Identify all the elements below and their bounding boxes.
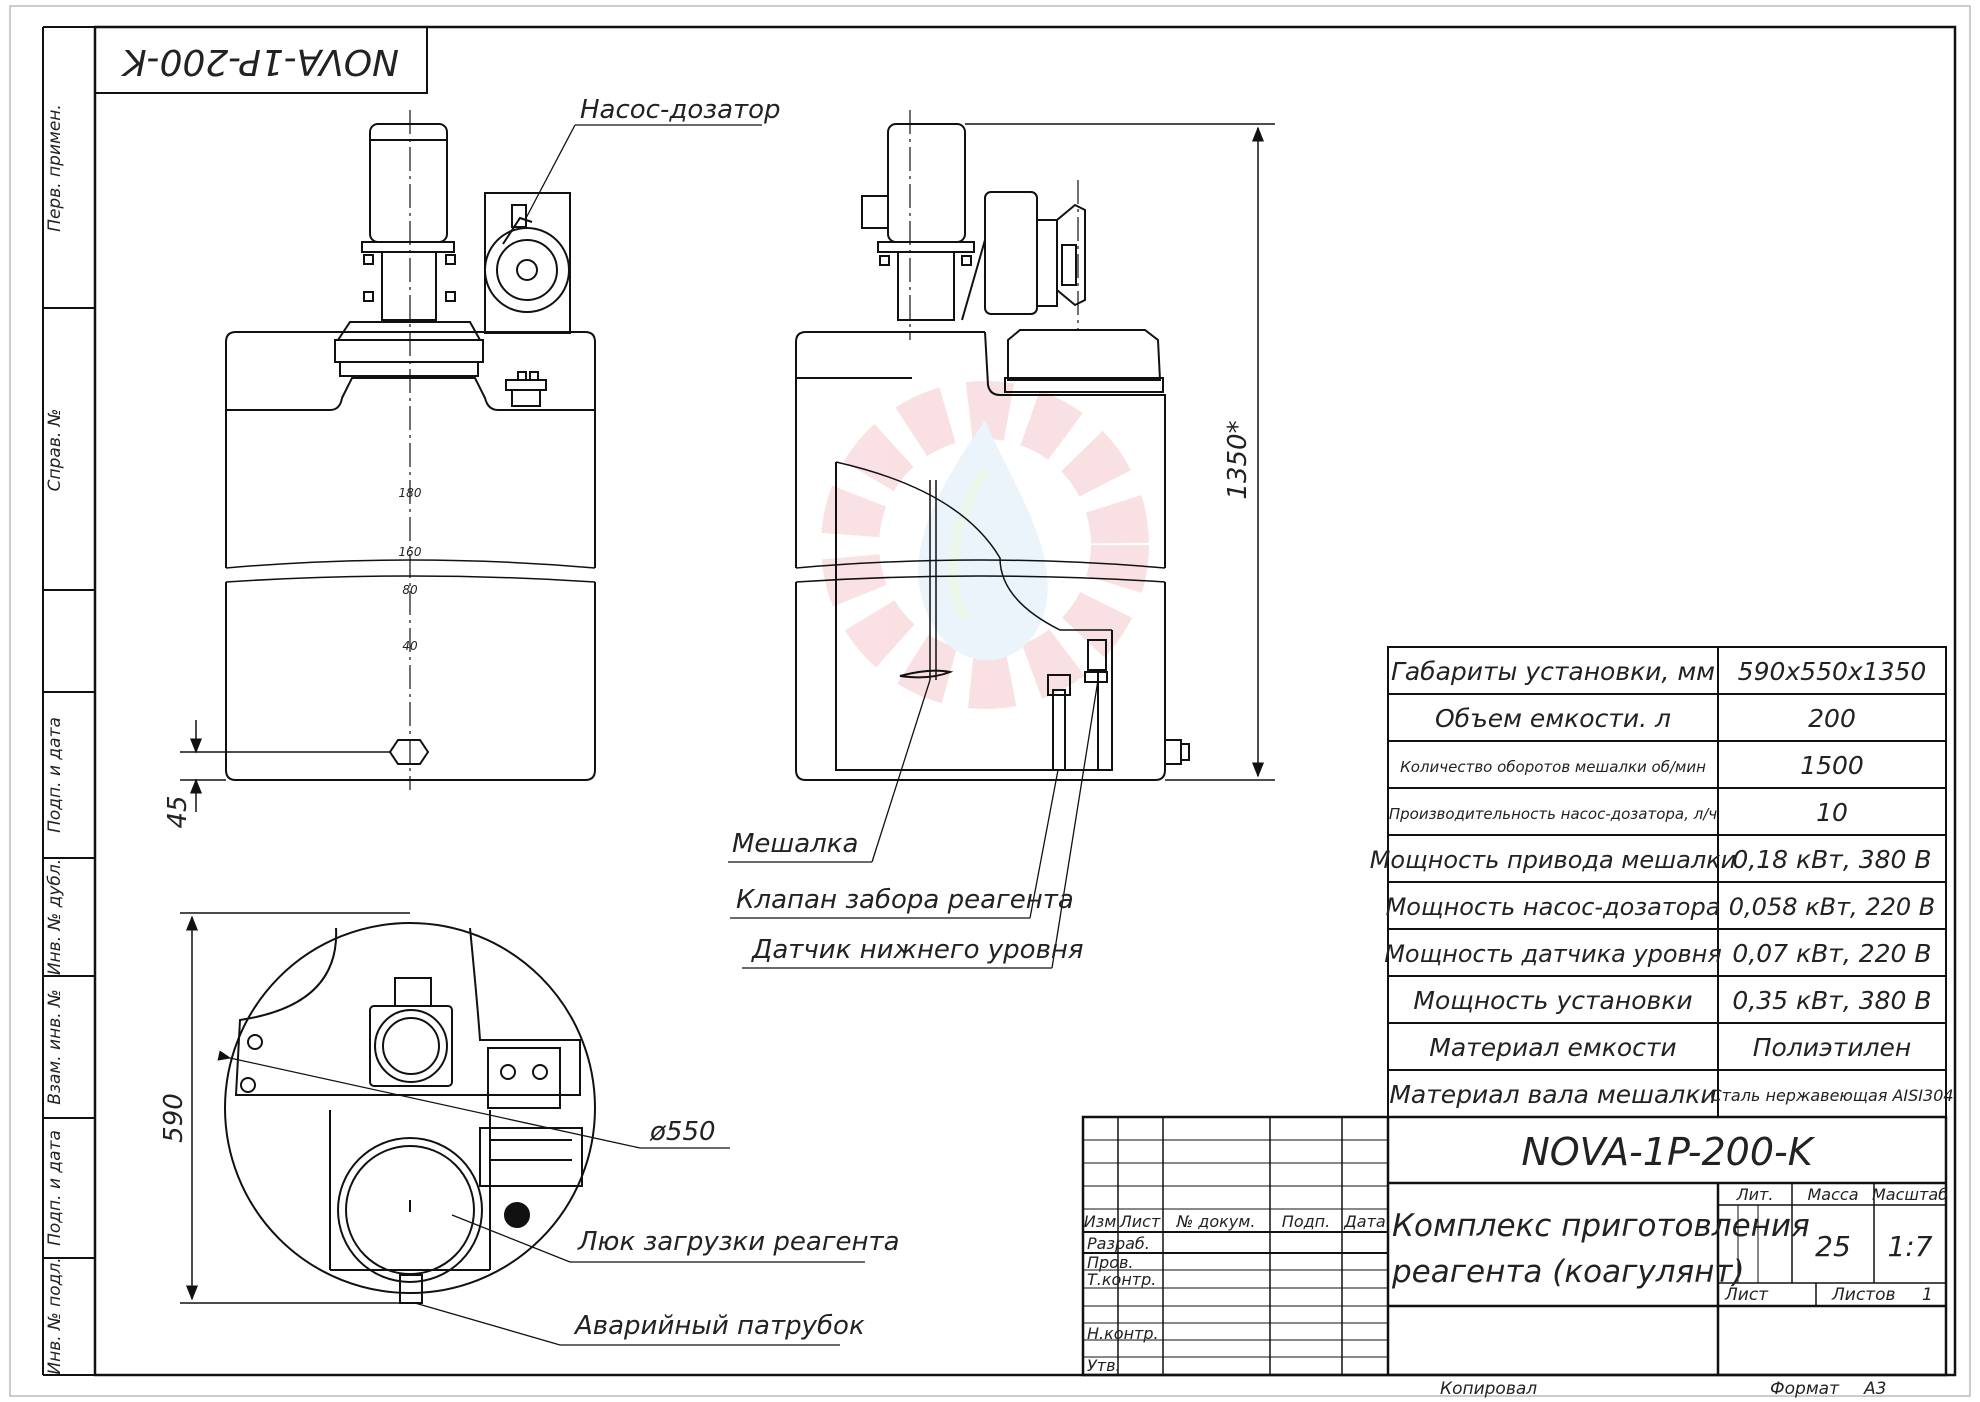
label-diameter: ø550 [649,1117,716,1147]
tb-role: Н.контр. [1087,1324,1159,1343]
tb-col-header: Дата [1343,1212,1385,1231]
tb-role: Пров. [1087,1253,1134,1272]
spec-name: Количество оборотов мешалки об/мин [1400,758,1706,776]
spec-value: 0,058 кВт, 220 В [1729,893,1935,921]
stamp-designation: NOVA-1P-200-K [121,41,399,82]
tb-name-line2: реагента (коагулянт) [1391,1254,1745,1290]
dim-depth-label: 590 [159,1093,189,1143]
label-pump: Насос-дозатор [580,95,781,125]
tb-name-line1: Комплекс приготовления [1392,1208,1810,1244]
side-label: Справ. № [45,409,65,492]
dimension-bottom [180,720,390,812]
spec-value: 1500 [1800,751,1864,780]
dim-bottom-label: 45 [163,795,193,828]
tb-col-header: № докум. [1176,1212,1256,1231]
leader-line [451,1214,571,1263]
side-strip [42,26,95,1376]
tb-sheets-count: 1 [1922,1285,1933,1305]
dimension-depth [180,912,410,1304]
label-mixer: Мешалка [732,829,858,859]
side-label: Подп. и дата [45,717,65,833]
footer-format: A3 [1863,1379,1886,1399]
scale-mark: 180 [399,486,422,500]
spec-name: Материал емкости [1429,1033,1676,1062]
side-label: Подп. и дата [45,1130,65,1246]
spec-name: Мощность привода мешалки [1370,846,1737,874]
dimension-height [965,123,1275,781]
footer-format-label: Формат [1770,1379,1840,1399]
spec-value: Полиэтилен [1753,1033,1912,1062]
tb-sheets-label: Листов [1831,1285,1896,1305]
label-sensor: Датчик нижнего уровня [751,935,1084,965]
scale-mark: 80 [402,583,418,597]
tb-col-header: Изм [1084,1212,1117,1231]
spec-value: 10 [1816,798,1848,827]
leader-line [524,124,576,221]
tb-sheet-label: Лист [1724,1285,1769,1305]
spec-name: Мощность датчика уровня [1384,940,1722,968]
tb-role: Утв. [1087,1356,1121,1375]
top-view [224,922,596,1304]
leader-line [217,1050,641,1149]
spec-value: Сталь нержавеющая AISI304 [1710,1086,1953,1105]
spec-name: Мощность установки [1413,986,1692,1015]
tb-scale: 1:7 [1887,1230,1932,1263]
spec-name: Объем емкости. л [1435,704,1671,733]
tb-lit-label: Лит. [1736,1185,1774,1204]
spec-value: 0,18 кВт, 380 В [1732,845,1931,874]
tb-role: Разраб. [1087,1234,1150,1253]
spec-name: Материал вала мешалки [1389,1080,1716,1109]
tb-scale-label: Масштаб [1872,1185,1948,1204]
side-leaders [728,679,1099,969]
label-overflow: Аварийный патрубок [573,1311,865,1341]
tb-designation: NOVA-1P-200-K [1521,1130,1815,1174]
side-label: Взам. инв. № [45,989,65,1104]
spec-name: Мощность насос-дозатора [1386,893,1721,921]
title-block [1081,1115,1948,1377]
dim-height-label: 1350* [1223,420,1253,499]
spec-name: Габариты установки, мм [1391,657,1715,686]
side-label: Инв. № дубл. [45,859,65,975]
scale-mark: 40 [402,639,418,653]
spec-value: 200 [1808,704,1856,733]
tb-mass: 25 [1815,1230,1851,1263]
watermark-logo [821,381,1149,709]
footer-copied: Копировал [1440,1379,1537,1399]
label-valve: Клапан забора реагента [736,885,1074,915]
tb-col-header: Подп. [1282,1212,1330,1231]
spec-value: 0,07 кВт, 220 В [1732,939,1931,968]
drawing-border [93,25,1957,1377]
scale-mark: 160 [399,545,422,559]
leader-line [414,1302,561,1346]
tb-mass-label: Масса [1807,1185,1858,1204]
spec-value: 0,35 кВт, 380 В [1732,986,1931,1015]
spec-name: Производительность насос-дозатора, л/ч [1389,805,1717,823]
spec-table [1387,646,1947,1118]
stamp-box [94,26,428,94]
side-view [795,123,1190,781]
spec-value: 590x550x1350 [1738,657,1927,686]
tb-col-header: Лист [1119,1212,1161,1231]
tb-role: Т.контр. [1087,1270,1156,1289]
label-hatch: Люк загрузки реагента [577,1227,900,1257]
side-label: Инв. № подл. [45,1257,65,1374]
side-label: Перв. примен. [45,104,65,232]
